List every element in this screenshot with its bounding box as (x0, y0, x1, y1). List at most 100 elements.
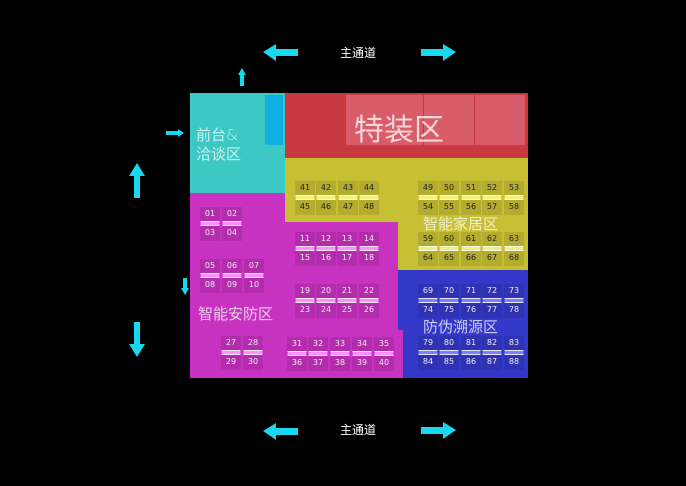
booth-number: 72 (486, 286, 498, 295)
booth-number: 44 (363, 183, 375, 192)
booth-number: 37 (312, 358, 324, 367)
booth-number: 50 (443, 183, 455, 192)
booth-number: 79 (422, 338, 434, 347)
booth-divider (308, 351, 328, 356)
booth-number: 21 (341, 286, 353, 295)
booth-number: 52 (486, 183, 498, 192)
booth-number: 23 (299, 305, 311, 314)
booth-number: 84 (422, 357, 434, 366)
booth-number: 42 (320, 183, 332, 192)
booth-number: 27 (225, 338, 237, 347)
booth-divider (337, 298, 357, 303)
booth-number: 01 (204, 209, 216, 218)
booth-number: 41 (299, 183, 311, 192)
booth-number: 65 (443, 253, 455, 262)
booth-divider (374, 351, 394, 356)
booth-number: 83 (508, 338, 520, 347)
smart-home-label: 智能家居区 (423, 215, 499, 233)
booth-number: 60 (443, 234, 455, 243)
booth-number: 20 (320, 286, 332, 295)
booth-divider (482, 246, 502, 251)
main-aisle-top-label: 主通道 (339, 46, 377, 60)
booth-number: 43 (342, 183, 354, 192)
booth-divider (439, 246, 459, 251)
special-booth-3 (475, 95, 525, 145)
booth-number: 02 (226, 209, 238, 218)
booth-number: 49 (422, 183, 434, 192)
reception-desk (265, 95, 283, 145)
booth-divider (418, 195, 438, 200)
booth-number: 81 (465, 338, 477, 347)
booth-divider (243, 350, 263, 355)
booth-number: 74 (422, 305, 434, 314)
booth-divider (316, 246, 336, 251)
booth-number: 66 (465, 253, 477, 262)
smart-security-zone-right (398, 330, 403, 378)
booth-divider (504, 350, 524, 355)
booth-number: 55 (443, 202, 455, 211)
booth-divider (222, 273, 242, 278)
booth-divider (461, 246, 481, 251)
booth-number: 10 (248, 280, 260, 289)
arrow-left-icon (263, 44, 298, 61)
booth-number: 22 (363, 286, 375, 295)
booth-divider (221, 350, 241, 355)
booth-divider (482, 350, 502, 355)
booth-number: 13 (341, 234, 353, 243)
booth-number: 32 (312, 339, 324, 348)
booth-number: 11 (299, 234, 311, 243)
arrow-up-icon (238, 68, 246, 86)
booth-number: 08 (204, 280, 216, 289)
booth-number: 82 (486, 338, 498, 347)
booth-divider (504, 298, 524, 303)
booth-number: 53 (508, 183, 520, 192)
arrow-right-icon (421, 422, 456, 439)
booth-number: 35 (378, 339, 390, 348)
booth-divider (461, 350, 481, 355)
booth-divider (418, 350, 438, 355)
booth-number: 06 (226, 261, 238, 270)
booth-number: 56 (465, 202, 477, 211)
booth-number: 19 (299, 286, 311, 295)
booth-number: 17 (341, 253, 353, 262)
booth-divider (200, 221, 220, 226)
booth-number: 70 (443, 286, 455, 295)
booth-divider (461, 195, 481, 200)
booth-number: 33 (334, 339, 346, 348)
booth-number: 24 (320, 305, 332, 314)
booth-number: 03 (204, 228, 216, 237)
booth-number: 40 (378, 358, 390, 367)
arrow-down-icon (181, 278, 189, 295)
arrow-up-icon (129, 163, 145, 198)
booth-number: 31 (291, 339, 303, 348)
booth-divider (222, 221, 242, 226)
booth-divider (359, 246, 379, 251)
booth-divider (295, 298, 315, 303)
booth-number: 46 (320, 202, 332, 211)
booth-divider (330, 351, 350, 356)
booth-divider (244, 273, 264, 278)
anti-counterfeit-label: 防伪溯源区 (423, 318, 499, 336)
booth-divider (295, 195, 315, 200)
booth-number: 51 (465, 183, 477, 192)
booth-number: 45 (299, 202, 311, 211)
booth-number: 67 (486, 253, 498, 262)
booth-number: 62 (486, 234, 498, 243)
booth-number: 77 (486, 305, 498, 314)
booth-number: 86 (465, 357, 477, 366)
booth-divider (439, 350, 459, 355)
special-booth-1 (346, 95, 423, 145)
booth-divider (352, 351, 372, 356)
booth-number: 18 (363, 253, 375, 262)
booth-divider (439, 195, 459, 200)
booth-number: 29 (225, 357, 237, 366)
booth-number: 80 (443, 338, 455, 347)
booth-number: 87 (486, 357, 498, 366)
booth-divider (504, 195, 524, 200)
booth-number: 88 (508, 357, 520, 366)
booth-divider (316, 298, 336, 303)
booth-number: 76 (465, 305, 477, 314)
booth-number: 15 (299, 253, 311, 262)
booth-number: 75 (443, 305, 455, 314)
